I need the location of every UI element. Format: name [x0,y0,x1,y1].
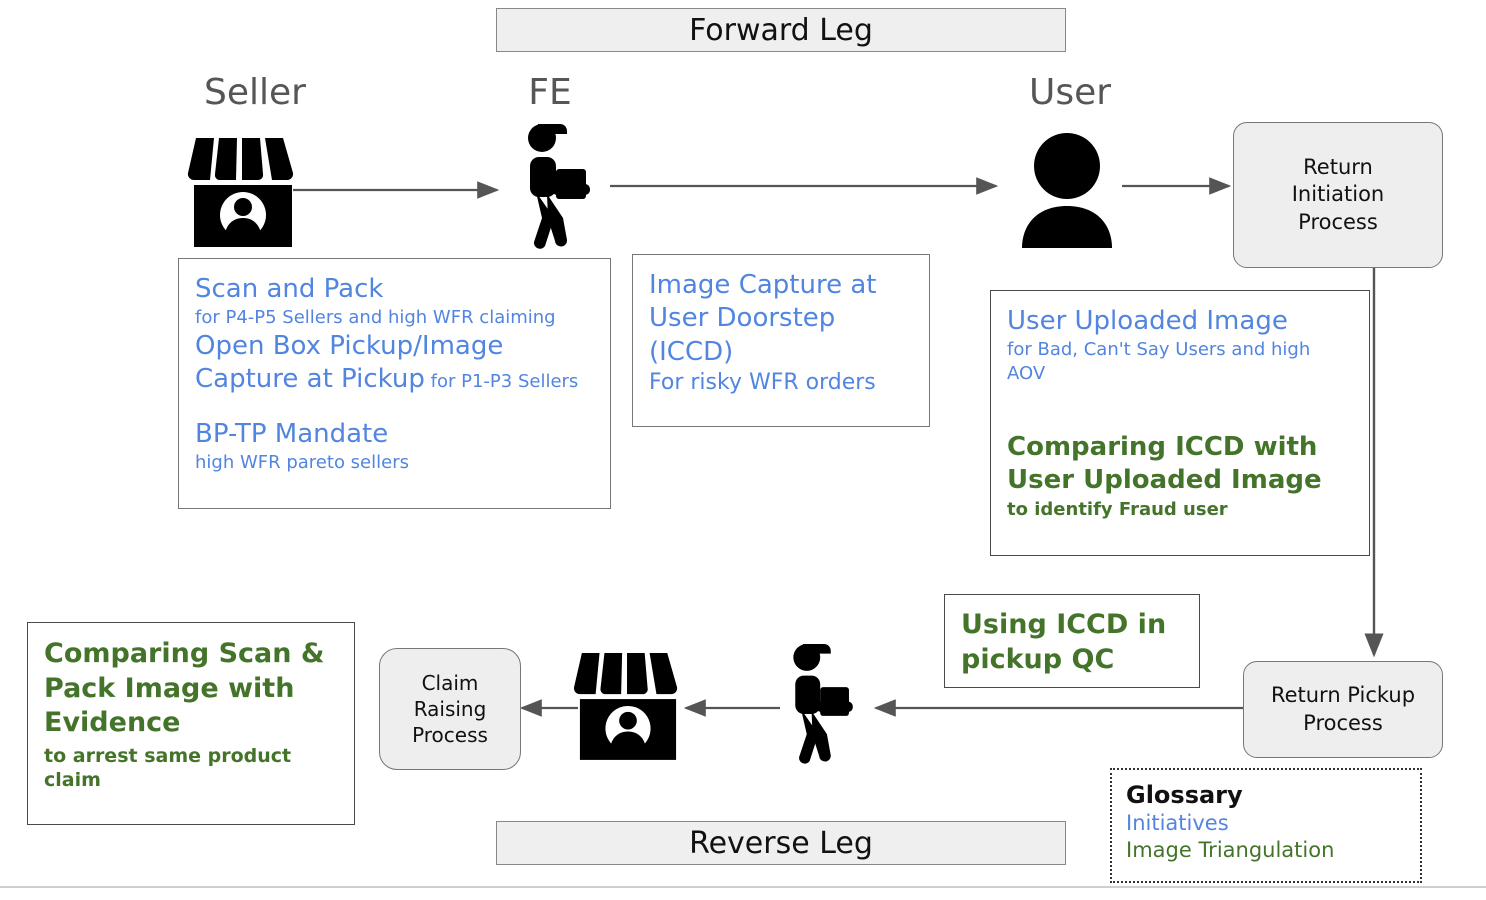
return-pickup-process-node[interactable]: Return Pickup Process [1243,661,1443,758]
triangulation-sub: to arrest same product claim [44,744,292,792]
claim-raising-line-1: Claim [421,671,479,695]
triangulation-title: Using ICCD in pickup QC [961,609,1167,675]
triangulation-title: Comparing Scan & Pack Image with Evidenc… [44,638,325,739]
initiative-title: Scan and Pack [195,274,384,304]
pickup-qc-box: Using ICCD in pickup QC [944,594,1200,688]
claim-raising-line-2: Raising [413,697,487,721]
lane-title-user: User [1028,72,1112,113]
bottom-divider [0,886,1486,888]
initiative-open-box-pickup: Open Box Pickup/Image Capture at Pickup … [195,330,594,397]
glossary-box: Glossary Initiatives Image Triangulation [1110,768,1422,883]
return-initiation-line-2: Initiation [1291,182,1385,207]
initiative-bp-tp-mandate: BP-TP Mandate high WFR pareto sellers [195,418,594,475]
return-initiation-process-node[interactable]: Return Initiation Process [1233,122,1443,268]
reverse-leg-banner: Reverse Leg [496,821,1066,865]
initiative-scan-and-pack: Scan and Pack for P4-P5 Sellers and high… [195,273,594,330]
triangulation-title: Comparing ICCD with User Uploaded Image [1007,432,1322,496]
reverse-leg-label: Reverse Leg [689,825,873,861]
initiative-title: Open Box Pickup/Image Capture at Pickup [195,330,504,394]
glossary-entry-image-triangulation: Image Triangulation [1126,838,1335,863]
claim-raising-process-node[interactable]: Claim Raising Process [379,648,521,770]
return-pickup-line-1: Return Pickup [1270,683,1416,708]
initiative-title: User Uploaded Image [1007,306,1288,336]
initiative-sub: For risky WFR orders [649,369,876,395]
user-initiative-box: User Uploaded Image for Bad, Can't Say U… [990,290,1370,556]
person-icon [1022,133,1112,248]
initiative-sub: for P1-P3 Sellers [430,370,579,392]
claim-raising-line-3: Process [412,723,488,747]
forward-leg-banner: Forward Leg [496,8,1066,52]
initiative-title: Image Capture at User Doorstep (ICCD) [649,270,877,367]
return-initiation-line-1: Return [1303,155,1373,180]
storefront-icon-reverse [573,652,678,760]
initiative-title: BP-TP Mandate [195,419,389,450]
fe-initiative-box: Image Capture at User Doorstep (ICCD) Fo… [632,254,930,427]
initiative-sub: for Bad, Can't Say Users and high AOV [1007,339,1311,384]
delivery-agent-icon-reverse [793,643,853,764]
scan-pack-compare-box: Comparing Scan & Pack Image with Evidenc… [27,622,355,825]
return-initiation-line-3: Process [1298,209,1378,234]
glossary-title: Glossary [1126,781,1243,809]
seller-initiatives-box: Scan and Pack for P4-P5 Sellers and high… [178,258,611,509]
lane-title-seller: Seller [204,72,306,113]
lane-title-fe: FE [528,72,572,113]
initiative-sub: for P4-P5 Sellers and high WFR claiming [195,307,556,329]
delivery-agent-icon [528,124,590,249]
return-pickup-line-2: Process [1303,710,1383,735]
storefront-icon [187,138,294,247]
initiative-sub: high WFR pareto sellers [195,452,409,474]
forward-leg-label: Forward Leg [689,12,873,48]
glossary-entry-initiatives: Initiatives [1126,811,1229,835]
triangulation-sub: to identify Fraud user [1007,498,1228,520]
